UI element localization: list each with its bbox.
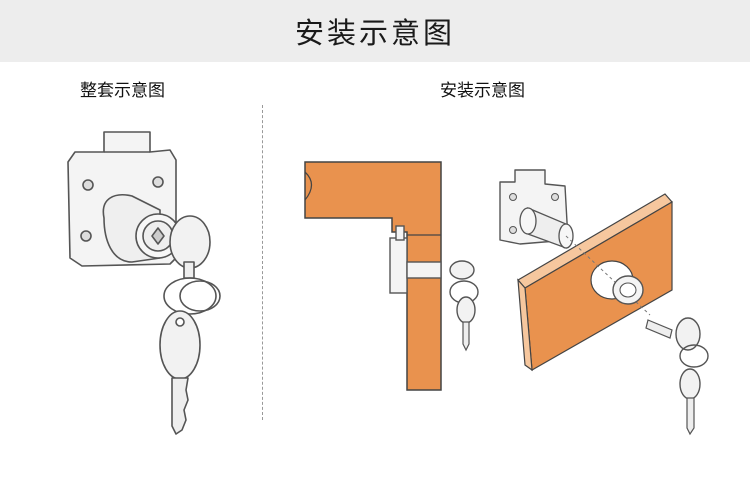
screw-hole [152, 176, 164, 188]
lock-side-view [389, 237, 408, 294]
screw-hole [509, 193, 517, 201]
key-head [169, 215, 211, 269]
key-blade [171, 377, 189, 435]
left-panel-title: 整套示意图 [80, 81, 165, 101]
exploded-view-illustration [499, 169, 709, 436]
key-head [675, 317, 701, 351]
title-banner: 安装示意图 [0, 0, 750, 62]
key-ring [163, 277, 217, 315]
cross-section-illustration [304, 161, 479, 391]
key-ring [179, 280, 221, 312]
screw-hole [509, 226, 517, 234]
key-blade [645, 319, 673, 339]
key-ring [679, 344, 709, 368]
key-blade [462, 321, 470, 352]
wood-panel-section [304, 161, 442, 391]
screw-hole [551, 193, 559, 201]
key-blade [686, 397, 695, 436]
key-head [449, 260, 475, 280]
screw-hole [80, 230, 92, 242]
banner-title: 安装示意图 [294, 16, 455, 50]
key-head [679, 368, 701, 400]
panel-divider [262, 105, 263, 420]
right-panel-title: 安装示意图 [440, 81, 525, 101]
key-head [456, 296, 476, 324]
wood-panel-side-face [517, 278, 533, 372]
lock-set-illustration [67, 131, 221, 435]
screw-hole [82, 179, 94, 191]
